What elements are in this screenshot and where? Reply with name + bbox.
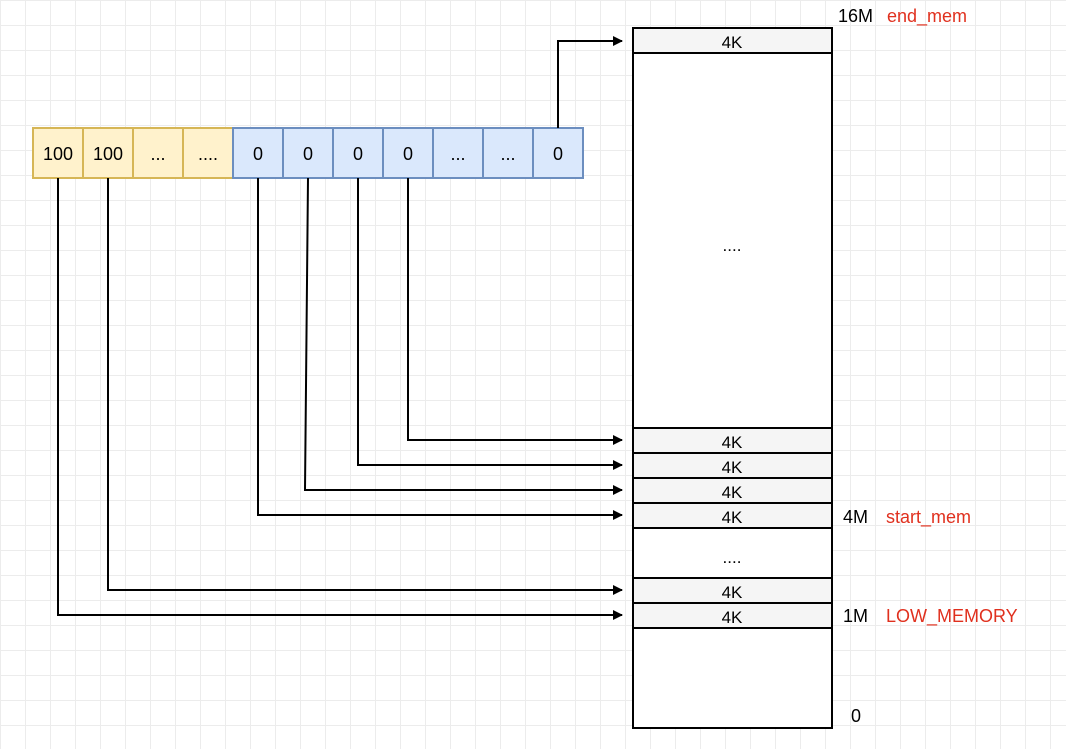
arrow-to-low-page xyxy=(57,178,623,620)
memory-page-low xyxy=(632,602,833,629)
mark-size-top: 16M xyxy=(838,6,873,26)
cell-value: 100 xyxy=(43,144,73,164)
memory-page-label: 4K xyxy=(722,508,743,527)
cell-value: 0 xyxy=(253,144,263,164)
page-map-cell-free: ... xyxy=(482,127,534,179)
page-map-cell-free: 0 xyxy=(332,127,384,179)
page-map-cell-free: 0 xyxy=(282,127,334,179)
arrow-to-page xyxy=(107,178,623,595)
memory-page-top xyxy=(632,27,833,54)
cell-value: ... xyxy=(150,144,165,164)
arrow-to-page xyxy=(357,178,623,470)
page-map-cell-free: 0 xyxy=(382,127,434,179)
page-map-array: 100 100 ... .... 0 0 0 0 xyxy=(32,127,584,179)
physical-memory-column: 4K .... 4K 4K 4K 4K .... 4K 4K xyxy=(632,27,833,729)
mark-symbol-low-memory: LOW_MEMORY xyxy=(886,606,1018,627)
arrow-to-page xyxy=(303,177,623,495)
memory-page-label: 4K xyxy=(722,458,743,477)
arrow-to-page xyxy=(407,178,623,445)
page-map-cell-free: 0 xyxy=(532,127,584,179)
memory-page xyxy=(632,427,833,454)
address-marks: 16M end_mem 4M start_mem 1M LOW_MEMORY 0 xyxy=(838,6,1018,726)
memory-page xyxy=(632,477,833,504)
cell-value: 100 xyxy=(93,144,123,164)
memory-page-label: 4K xyxy=(722,483,743,502)
page-map-cell-free: 0 xyxy=(232,127,284,179)
cell-value: 0 xyxy=(553,144,563,164)
connectors xyxy=(57,36,623,620)
memory-ellipsis-lower: .... xyxy=(723,548,742,567)
cell-value: 0 xyxy=(303,144,313,164)
memory-page-label: 4K xyxy=(722,608,743,627)
mark-size-low: 1M xyxy=(843,606,868,626)
mark-symbol-start-mem: start_mem xyxy=(886,507,971,528)
mark-size-start: 4M xyxy=(843,507,868,527)
cell-value: .... xyxy=(198,144,218,164)
page-map-cell-free: ... xyxy=(432,127,484,179)
page-map-cell-used: 100 xyxy=(32,127,84,179)
memory-page-label: 4K xyxy=(722,433,743,452)
cell-value: 0 xyxy=(403,144,413,164)
arrow-to-start-page xyxy=(257,178,623,520)
page-map-cell-used: .... xyxy=(182,127,234,179)
page-map-cell-used: ... xyxy=(132,127,184,179)
memory-ellipsis-upper: .... xyxy=(723,236,742,255)
memory-page-start xyxy=(632,502,833,529)
arrow-to-end-page xyxy=(557,36,623,128)
mark-size-bottom: 0 xyxy=(851,706,861,726)
page-map-cell-used: 100 xyxy=(82,127,134,179)
mark-symbol-end-mem: end_mem xyxy=(887,6,967,27)
cell-value: ... xyxy=(450,144,465,164)
cell-value: ... xyxy=(500,144,515,164)
memory-page-label: 4K xyxy=(722,33,743,52)
cell-value: 0 xyxy=(353,144,363,164)
memory-page-label: 4K xyxy=(722,583,743,602)
